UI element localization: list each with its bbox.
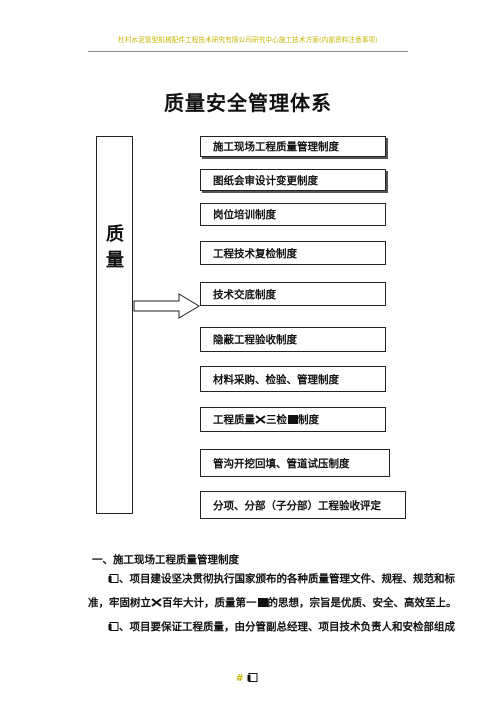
cross-mark-icon	[151, 598, 162, 607]
item-label: 材料采购、检验、管理制度	[213, 373, 339, 386]
item-label: 隐蔽工程验收制度	[213, 334, 297, 346]
para2-line1: 、项目要保证工程质量，由分管副总经理、项目技术负责人和安检部组成	[119, 621, 455, 633]
item-label-end: 制度	[298, 414, 319, 426]
item-label-middle: 三检	[266, 414, 287, 426]
quality-box	[96, 136, 133, 514]
paragraph-line: 、项目要保证工程质量，由分管副总经理、项目技术负责人和安检部组成	[88, 615, 455, 639]
item-material-procurement: 材料采购、检验、管理制度	[200, 366, 386, 392]
item-trench-pressure-test: 管沟开挖回填、管道试压制度	[200, 449, 390, 477]
item-label: 施工现场工程质量管理制度	[213, 141, 339, 153]
page-number: #	[236, 673, 258, 684]
item-job-training: 岗位培训制度	[200, 203, 386, 226]
header-divider	[88, 51, 408, 52]
quality-char-1: 质	[106, 224, 124, 245]
item-label: 岗位培训制度	[213, 209, 276, 221]
item-label: 工程质量	[213, 414, 255, 426]
para1-line2-c: 的思想，宗旨是优质、安全、高效至上。	[267, 597, 457, 609]
section-heading: 一、施工现场工程质量管理制度	[92, 554, 239, 566]
para1-line2-b: 百年大计，质量第一	[162, 597, 257, 609]
item-subdivision-acceptance: 分项、分部（子分部）工程验收评定	[200, 491, 406, 519]
item-label: 工程技术复检制度	[213, 247, 297, 260]
item-label: 技术交底制度	[213, 288, 276, 301]
item-concealed-acceptance: 隐蔽工程验收制度	[200, 327, 386, 352]
page-number-text: #	[236, 674, 244, 684]
doc-glyph-icon	[108, 574, 119, 583]
doc-glyph-icon	[247, 673, 258, 682]
cross-mark-icon	[255, 415, 266, 424]
para1-line2-a: 准，牢固树立	[88, 597, 151, 609]
filled-square-icon	[288, 415, 298, 424]
arrow-icon	[133, 293, 200, 319]
item-quality-management: 施工现场工程质量管理制度	[200, 136, 386, 157]
doc-glyph-icon	[108, 622, 119, 631]
item-label: 管沟开挖回填、管道试压制度	[213, 457, 350, 470]
filled-square-icon	[257, 598, 268, 607]
item-technical-recheck: 工程技术复检制度	[200, 241, 386, 265]
item-three-inspection: 工程质量 三检 制度	[200, 407, 386, 432]
item-drawing-review: 图纸会审设计变更制度	[200, 169, 386, 191]
item-label: 图纸会审设计变更制度	[213, 174, 318, 187]
item-technical-briefing: 技术交底制度	[200, 282, 386, 306]
paragraph-line: 、项目建设坚决贯彻执行国家颁布的各种质量管理文件、规程、规范和标	[88, 567, 455, 591]
page-header: 杜村水泥管型机械配件工程技术研究有限公司研究中心施工技术方案(内部资料注意事项)	[118, 36, 378, 44]
page-title: 质量安全管理体系	[164, 91, 332, 115]
item-label: 分项、分部（子分部）工程验收评定	[213, 499, 381, 512]
para1-line1: 、项目建设坚决贯彻执行国家颁布的各种质量管理文件、规程、规范和标	[119, 573, 455, 585]
quality-char-2: 量	[106, 250, 124, 271]
paragraph-line: 准，牢固树立百年大计，质量第一的思想，宗旨是优质、安全、高效至上。	[88, 591, 457, 615]
